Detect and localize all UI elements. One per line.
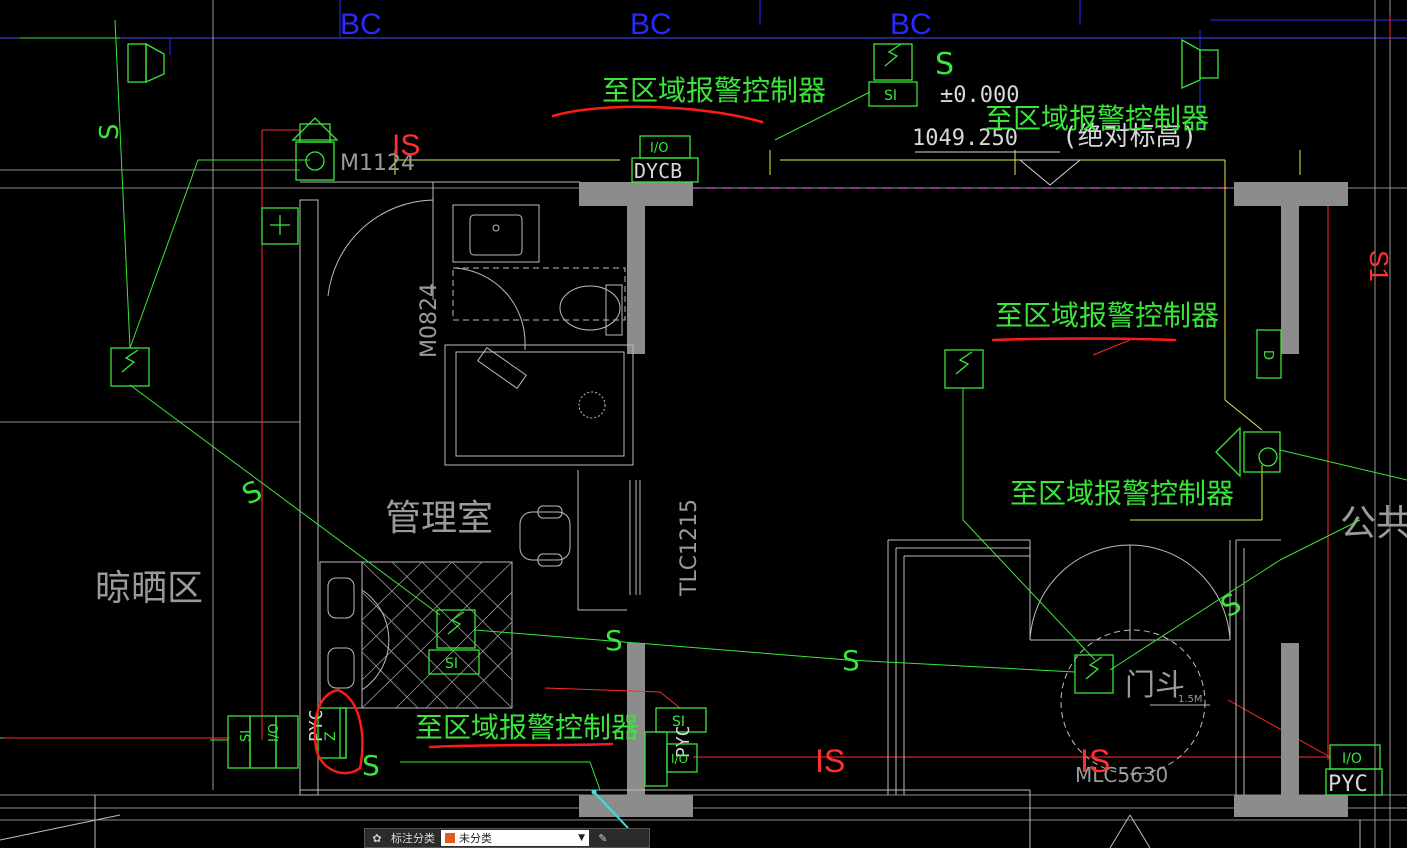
io-box-label: I/O	[650, 141, 668, 156]
bc-cable-lines	[169, 0, 1407, 130]
annotation-category-toolbar: ✿ 标注分类 未分类 ▼ ✎	[364, 828, 650, 848]
red-lines	[0, 129, 1331, 760]
detector-device[interactable]	[110, 347, 150, 387]
speaker-icon[interactable]	[127, 42, 165, 84]
annotation-category-label: 标注分类	[391, 832, 435, 845]
elevation-zero-label: ±0.000	[940, 83, 1019, 108]
wire-s-label-3: S	[605, 624, 623, 657]
door-label-m0824: M0824	[417, 283, 442, 358]
door-bucket-outline	[887, 539, 1281, 795]
wire-s-label-4: S	[842, 644, 860, 677]
wire-s-label-1: S	[95, 123, 125, 140]
bc-label-3: BC	[890, 8, 932, 41]
detector-device[interactable]	[944, 349, 984, 389]
floor-lines	[0, 790, 1361, 848]
bc-label-1: BC	[340, 8, 382, 41]
red-markup	[313, 105, 1177, 775]
d-box-label: D	[1260, 350, 1275, 360]
door-label-mlc5630: MLC5630	[1075, 763, 1168, 787]
bc-label-2: BC	[630, 8, 672, 41]
dycb-box[interactable]: I/O DYCB	[631, 135, 699, 183]
window-frame	[577, 470, 641, 611]
window-label-tlc1215: TLC1215	[677, 499, 702, 597]
io-vertical-label: I/O	[267, 724, 282, 742]
chevron-down-icon: ▼	[578, 833, 585, 843]
pyc-box-left[interactable]: SI I/O PYC	[227, 709, 327, 769]
walls	[299, 181, 1348, 817]
area-label-public: 公共	[1340, 503, 1407, 544]
si-vertical-label: SI	[239, 730, 254, 742]
pyc-label: PYC	[1328, 772, 1368, 797]
edit-pen-icon[interactable]: ✎	[598, 831, 608, 845]
bathroom-fixtures	[327, 199, 634, 466]
category-selected-value: 未分类	[459, 832, 492, 845]
alarm-controller-label-5: 至区域报警控制器	[415, 711, 639, 744]
elevation-note-label: (绝对标高)	[1062, 122, 1197, 152]
red-is-label-3: IS	[1080, 743, 1110, 779]
alarm-controller-label-4: 至区域报警控制器	[1010, 477, 1234, 510]
alarm-bell-device[interactable]	[1215, 426, 1281, 478]
detector-device[interactable]: SI	[868, 43, 918, 107]
detector-device[interactable]	[1074, 654, 1114, 694]
elevation-abs-label: 1049.250	[912, 126, 1018, 151]
alarm-wiring	[0, 19, 1407, 791]
leader-lines	[544, 339, 1131, 709]
scale-mark-label: 1.5M	[1178, 694, 1203, 705]
category-select[interactable]: 未分类 ▼	[441, 830, 589, 846]
wire-s-label-2: S	[237, 474, 267, 511]
io-box-label: I/O	[1342, 751, 1362, 767]
detector-device[interactable]: SI	[428, 609, 480, 675]
red-is-label-2: IS	[815, 743, 845, 779]
door-label-m1124: M1124	[340, 151, 415, 176]
tag-category-icon[interactable]: ✿	[372, 831, 382, 845]
category-color-swatch	[445, 833, 455, 843]
alarm-controller-label-3: 至区域报警控制器	[995, 299, 1219, 332]
red-is-label-1: IS	[392, 129, 420, 162]
si-box-label: SI	[672, 714, 685, 730]
d-box-device[interactable]: D	[1256, 329, 1282, 379]
wire-s-label-7: S	[935, 47, 954, 82]
z-box-label: Z	[323, 731, 339, 741]
alarm-controller-label-1: 至区域报警控制器	[602, 74, 826, 107]
speaker-icon[interactable]	[1181, 38, 1219, 90]
wire-s-label-6: S	[362, 749, 380, 782]
room-label-management: 管理室	[385, 498, 493, 539]
bed-furniture	[319, 561, 513, 709]
wire-s-label-5: S	[1215, 587, 1247, 624]
pyc-box-right[interactable]: I/O PYC	[1325, 744, 1383, 797]
si-box-label: SI	[445, 656, 458, 672]
junction-box[interactable]	[261, 207, 299, 245]
io-box-label: I/O	[671, 752, 688, 766]
elevation-marker	[915, 151, 1082, 186]
cursor-point	[591, 789, 597, 795]
cursor-pointer-line	[593, 791, 629, 829]
door-bucket-label: 门斗	[1125, 668, 1185, 703]
z-box-device[interactable]: Z	[317, 707, 347, 759]
yellow-lines	[394, 150, 1301, 521]
alarm-bell-device[interactable]	[291, 117, 339, 181]
pyc-box-middle[interactable]: SI PYC I/O	[644, 707, 707, 787]
pyc-vertical-label: PYC	[673, 725, 694, 758]
alarm-controller-label-2: 至区域报警控制器	[985, 102, 1209, 135]
si-box-label: SI	[884, 88, 897, 104]
dycb-label: DYCB	[634, 159, 682, 183]
chair-furniture	[519, 505, 571, 567]
area-label-drying: 晾晒区	[95, 568, 203, 609]
red-s1-label: S1	[1364, 250, 1394, 282]
pyc-vertical-label: PYC	[306, 709, 327, 742]
